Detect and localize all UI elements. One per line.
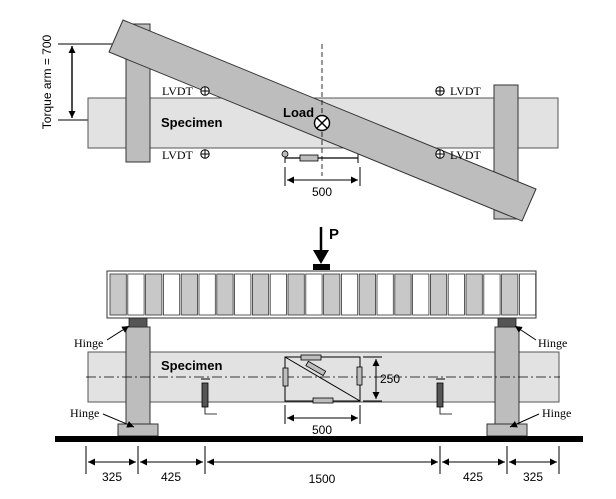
frame-cell <box>519 273 537 316</box>
elevation-view: P <box>55 226 583 486</box>
svg-text:500: 500 <box>312 185 332 199</box>
frame-cell <box>483 273 501 316</box>
load-symbol: Load <box>283 105 331 132</box>
lvdt-top-left: LVDT <box>162 84 210 98</box>
frame-cell <box>216 273 234 316</box>
torque-arm-dimension: Torque arm = 700 <box>40 34 112 129</box>
specimen-label-elevation: Specimen <box>161 358 222 373</box>
frame-cell <box>412 273 430 316</box>
hinge-top-left: Hinge <box>74 325 130 350</box>
svg-text:Hinge: Hinge <box>538 336 567 350</box>
frame-cell <box>394 273 412 316</box>
loading-frame <box>106 270 537 319</box>
svg-text:Hinge: Hinge <box>542 406 571 420</box>
ground <box>55 436 583 442</box>
frame-cell <box>162 273 181 316</box>
frame-cell <box>234 273 252 316</box>
svg-text:425: 425 <box>161 470 181 484</box>
hinge-top-right: Hinge <box>514 325 567 350</box>
top-view: Torque arm = 700 Load Specimen <box>40 19 559 222</box>
load-label: Load <box>283 105 314 120</box>
gauge-dimension-elevation: 500 <box>284 405 361 437</box>
frame-cell <box>198 273 216 316</box>
frame-cell <box>269 273 287 316</box>
frame-cell <box>287 273 305 316</box>
lvdt-top-right: LVDT <box>435 84 482 98</box>
frame-cell <box>358 273 376 316</box>
hinge-bottom-right: Hinge <box>509 406 571 428</box>
frame-cell <box>305 273 323 316</box>
svg-text:LVDT: LVDT <box>450 84 482 98</box>
svg-text:LVDT: LVDT <box>450 148 482 162</box>
frame-cell <box>429 273 448 316</box>
frame-cell <box>447 273 465 316</box>
span-dimensions: 325 425 1500 425 325 <box>85 446 560 486</box>
frame-cell <box>340 273 359 316</box>
torque-arm-label: Torque arm = 700 <box>40 34 54 129</box>
frame-cell <box>127 273 145 316</box>
gauge-rhombus <box>282 354 363 404</box>
frame-cell <box>465 273 483 316</box>
frame-cell <box>323 273 341 316</box>
frame-cell <box>251 273 270 316</box>
svg-text:325: 325 <box>523 470 543 484</box>
lvdt-elevation-right <box>436 378 452 415</box>
hinge-bottom-left: Hinge <box>70 406 135 428</box>
gauge-plan <box>281 150 359 163</box>
frame-cell <box>501 273 519 316</box>
height-dimension: 250 <box>363 356 400 402</box>
svg-text:Hinge: Hinge <box>74 336 103 350</box>
svg-text:LVDT: LVDT <box>162 148 194 162</box>
gauge-dimension-plan: 500 <box>284 167 361 199</box>
specimen-label-plan: Specimen <box>161 115 222 130</box>
lvdt-bottom-right: LVDT <box>435 148 482 162</box>
svg-text:LVDT: LVDT <box>162 84 194 98</box>
svg-text:325: 325 <box>102 470 122 484</box>
frame-cell <box>145 273 163 316</box>
svg-text:1500: 1500 <box>309 472 336 486</box>
frame-cell <box>180 273 198 316</box>
svg-text:425: 425 <box>463 470 483 484</box>
lvdt-bottom-left: LVDT <box>162 148 210 162</box>
svg-text:250: 250 <box>380 372 400 386</box>
svg-text:500: 500 <box>312 423 332 437</box>
lvdt-elevation-left <box>201 378 217 415</box>
load-arrow: P <box>313 226 339 270</box>
load-p-label: P <box>329 226 339 243</box>
svg-text:Hinge: Hinge <box>70 406 99 420</box>
frame-cell <box>376 273 394 316</box>
frame-cell <box>109 273 127 316</box>
